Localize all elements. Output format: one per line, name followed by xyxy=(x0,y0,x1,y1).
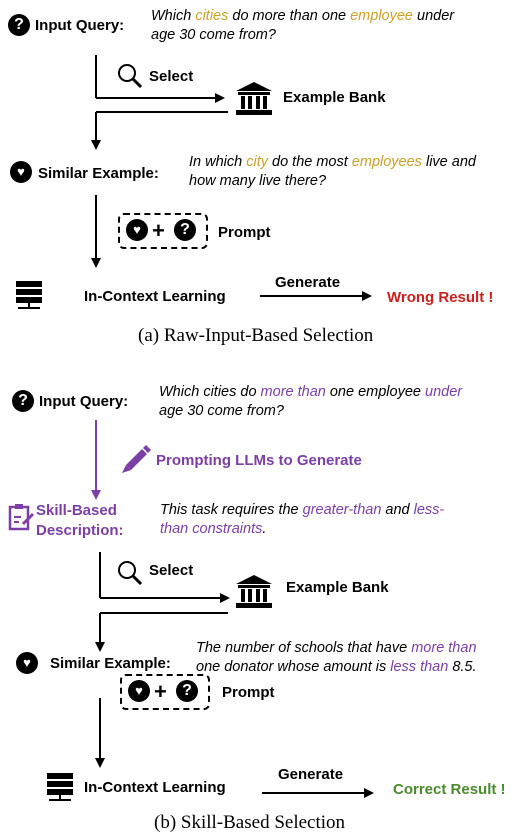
heart-icon: ♥ xyxy=(10,161,32,183)
similar-example-text: In which city do the most employees live… xyxy=(189,154,476,189)
example-bank-label: Example Bank xyxy=(283,89,386,106)
heart-icon: ♥ xyxy=(128,680,150,702)
prompting-llms-label: Prompting LLMs to Generate xyxy=(156,452,362,469)
similar-example-label: Similar Example: xyxy=(50,655,171,672)
caption-a: (a) Raw-Input-Based Selection xyxy=(138,325,374,346)
select-label: Select xyxy=(149,562,194,579)
bank-icon xyxy=(236,575,272,608)
search-icon xyxy=(118,64,143,89)
search-icon xyxy=(118,561,143,586)
prompt-box: ♥ + ? xyxy=(118,213,208,249)
icl-label: In-Context Learning xyxy=(84,288,226,305)
question-icon: ? xyxy=(12,390,34,412)
question-icon: ? xyxy=(176,680,198,702)
skill-based-text: This task requires the greater-than and … xyxy=(160,502,445,537)
server-icon xyxy=(47,773,73,801)
question-icon: ? xyxy=(8,14,30,36)
caption-b: (b) Skill-Based Selection xyxy=(154,812,346,833)
server-icon xyxy=(16,281,42,309)
select-label: Select xyxy=(149,68,194,85)
similar-example-text: The number of schools that have more tha… xyxy=(196,640,477,675)
generate-label: Generate xyxy=(278,766,344,783)
icl-label: In-Context Learning xyxy=(84,779,226,796)
input-query-label: Input Query: xyxy=(35,17,125,34)
skill-based-label-2: Description: xyxy=(36,522,124,539)
prompt-label: Prompt xyxy=(222,684,275,701)
pencil-icon xyxy=(122,445,151,473)
flow-connectors-b xyxy=(91,420,374,798)
heart-icon: ♥ xyxy=(126,219,148,241)
input-query-text: Which cities do more than one employee u… xyxy=(159,384,463,419)
plus-icon: + xyxy=(152,218,165,243)
prompt-label: Prompt xyxy=(218,224,271,241)
input-query-text: Which cities do more than one employee u… xyxy=(151,8,455,43)
wrong-result-label: Wrong Result ! xyxy=(387,289,494,306)
correct-result-label: Correct Result ! xyxy=(393,781,506,798)
example-bank-label: Example Bank xyxy=(286,579,389,596)
flow-connectors-a xyxy=(91,55,372,301)
question-icon: ? xyxy=(174,219,196,241)
prompt-box: ♥ + ? xyxy=(120,674,210,710)
bank-icon xyxy=(236,82,272,115)
generate-label: Generate xyxy=(275,274,341,291)
edit-note-icon xyxy=(8,504,34,531)
skill-based-label-1: Skill-Based xyxy=(36,502,117,519)
plus-icon: + xyxy=(154,679,167,704)
heart-icon: ♥ xyxy=(16,652,38,674)
input-query-label: Input Query: xyxy=(39,393,129,410)
similar-example-label: Similar Example: xyxy=(38,165,159,182)
